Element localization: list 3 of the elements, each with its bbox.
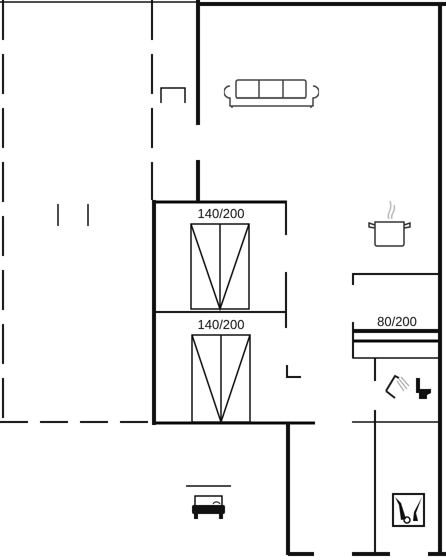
bed-size-label: 80/200	[377, 315, 417, 328]
bed-size-label: 140/200	[198, 318, 244, 331]
bed-size-label: 140/200	[198, 207, 244, 220]
